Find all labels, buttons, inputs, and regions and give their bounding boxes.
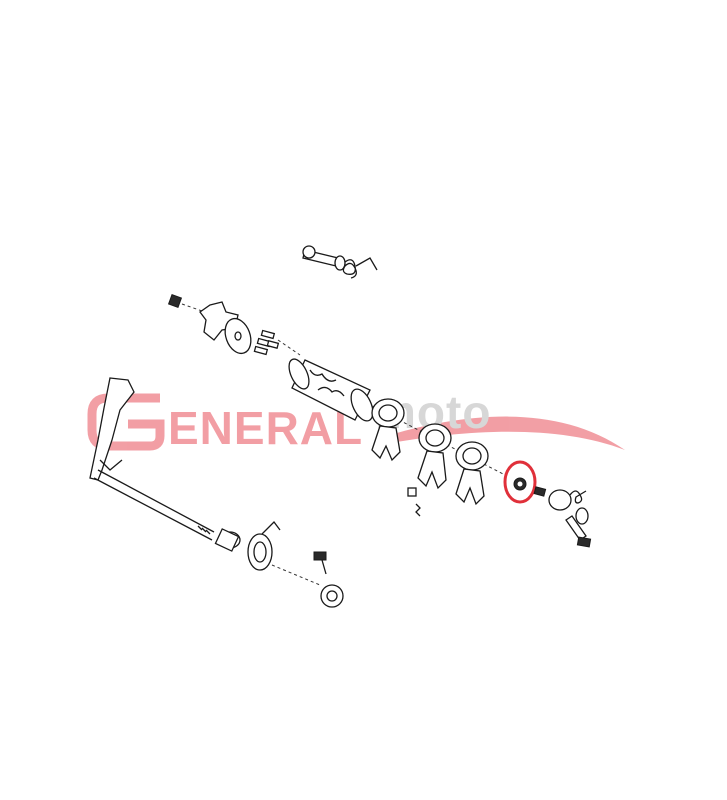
- shift-shaft-return-spring: [247, 521, 281, 571]
- fork-clips: [407, 487, 421, 517]
- stopper-pin-and-collar: [271, 551, 344, 608]
- shift-drum: [288, 358, 506, 476]
- shift-fork-1: [371, 398, 405, 462]
- shift-fork-2: [417, 423, 452, 490]
- shift-drum-stopper-assembly: [167, 293, 252, 355]
- gear-shift-drum-bearing[interactable]: [503, 460, 537, 504]
- watermark-text-eneral: ENERAL: [168, 402, 363, 454]
- shift-fork-3: [455, 441, 489, 506]
- gear-shift-shaft: [89, 377, 241, 552]
- stopper-lever-assembly: [533, 486, 592, 548]
- drum-pins: [253, 329, 301, 356]
- highlight-ring: [503, 460, 537, 504]
- shift-arm-spring-part: [302, 245, 378, 279]
